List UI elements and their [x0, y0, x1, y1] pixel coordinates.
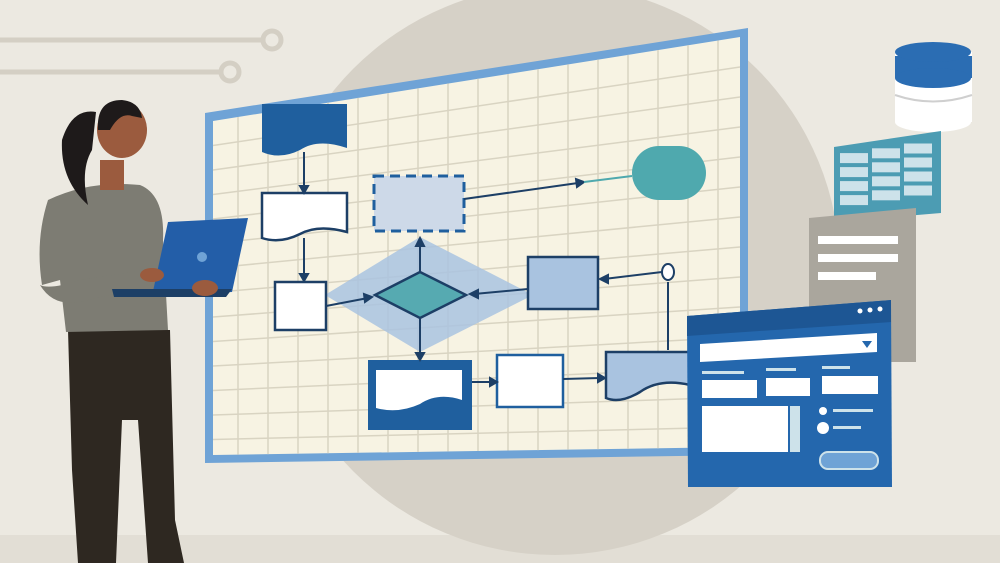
- flow-arrows: [298, 152, 669, 388]
- connector-circle: [661, 263, 675, 281]
- form-dropdown: [700, 333, 877, 362]
- bottom-block-document: [376, 370, 462, 411]
- database-icon: [894, 42, 973, 132]
- document-shape: [260, 191, 349, 242]
- chevron-down-icon: [862, 341, 872, 348]
- flowchart-board-icon: [205, 28, 748, 463]
- process-box-bottom: [495, 353, 565, 409]
- spreadsheet-icon: [834, 131, 941, 222]
- terminator-shape: [632, 146, 706, 200]
- start-shape: [262, 104, 347, 156]
- process-box-right: [526, 255, 600, 311]
- circuit-lines-decoration: [0, 28, 284, 84]
- process-box-left: [273, 280, 328, 332]
- person-hair: [61, 111, 96, 205]
- document-shape-right: [604, 350, 692, 402]
- person-pants: [68, 330, 184, 563]
- form-window-icon: [687, 300, 892, 487]
- dashed-process-box: [372, 174, 466, 233]
- person-figure: [39, 100, 248, 563]
